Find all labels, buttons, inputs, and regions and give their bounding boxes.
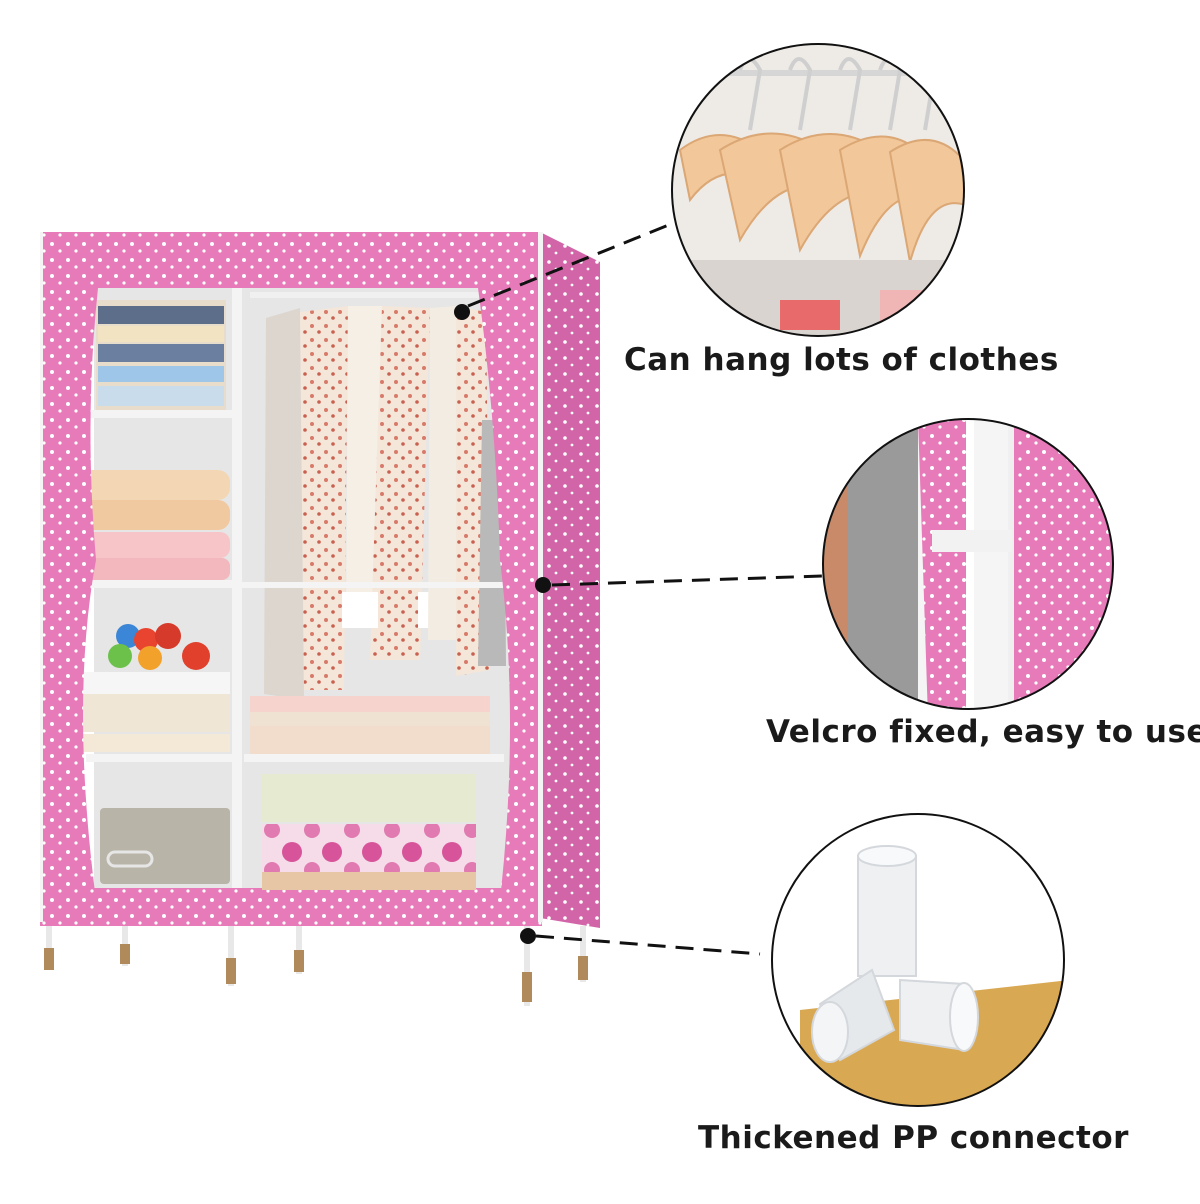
caption-pp-connector: Thickened PP connector bbox=[698, 1120, 1129, 1156]
callout-leaders bbox=[467, 220, 823, 956]
callout-dot-2 bbox=[535, 577, 551, 593]
wardrobe bbox=[40, 232, 600, 1006]
hanging-rail bbox=[250, 292, 500, 298]
wardrobe-legs bbox=[44, 926, 588, 1006]
left-shelves bbox=[76, 300, 236, 884]
velcro-detail-icon bbox=[822, 418, 1114, 710]
right-shelves bbox=[250, 696, 490, 890]
hanging-clothes bbox=[264, 306, 506, 700]
wardrobe-bottom-band bbox=[40, 888, 542, 926]
wardrobe-top-band bbox=[40, 232, 542, 288]
right-curtain bbox=[478, 288, 540, 900]
callout-dot-3 bbox=[520, 928, 536, 944]
wardrobe-side-panel bbox=[540, 232, 600, 928]
left-curtain bbox=[40, 288, 98, 900]
caption-hang-clothes: Can hang lots of clothes bbox=[624, 342, 1059, 378]
callout-dot-1 bbox=[454, 304, 470, 320]
caption-velcro: Velcro fixed, easy to use bbox=[766, 714, 1200, 750]
pp-connector-icon bbox=[771, 813, 1065, 1107]
hanger-detail-icon bbox=[671, 43, 965, 337]
